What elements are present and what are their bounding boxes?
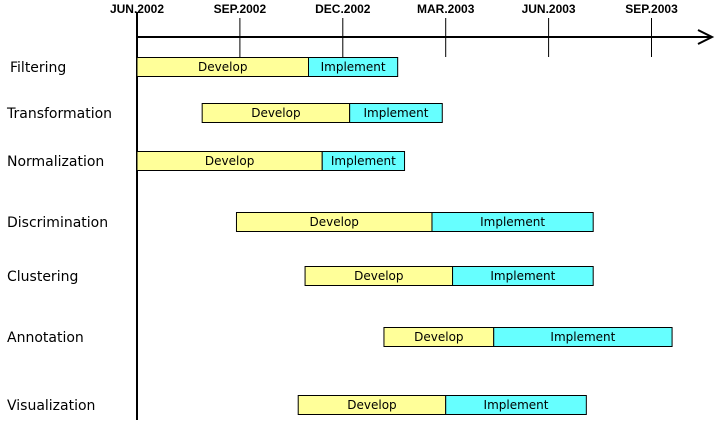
implement-bar <box>452 266 594 286</box>
develop-bar-label: Develop <box>347 398 396 412</box>
develop-bar-label: Develop <box>310 215 359 229</box>
axis-tick-label: DEC.2002 <box>315 2 371 16</box>
develop-bar-label: Develop <box>354 269 403 283</box>
axis-tick-label: SEP.2003 <box>625 2 678 16</box>
axis-tick-label: SEP.2002 <box>214 2 267 16</box>
implement-bar <box>431 212 594 232</box>
implement-bar-label: Implement <box>484 398 549 412</box>
implement-bar-label: Implement <box>363 106 428 120</box>
implement-bar <box>321 151 406 171</box>
implement-bar-label: Implement <box>550 330 615 344</box>
timeline-arrow-head-icon <box>697 29 715 45</box>
implement-bar-label: Implement <box>331 154 396 168</box>
task-label: Filtering <box>10 60 66 76</box>
task-label: Transformation <box>6 106 112 122</box>
implement-bar <box>349 103 443 123</box>
develop-bar-label: Develop <box>198 60 247 74</box>
axis-tick-label: MAR.2003 <box>417 2 475 16</box>
implement-bar <box>445 395 587 415</box>
develop-bar-label: Develop <box>251 106 300 120</box>
axis-tick-label: JUN.2003 <box>522 2 576 16</box>
implement-bar <box>308 57 399 77</box>
task-label: Clustering <box>7 269 78 285</box>
implement-bar <box>493 327 673 347</box>
axis-tick-label: JUN.2002 <box>110 2 164 16</box>
implement-bar-label: Implement <box>490 269 555 283</box>
develop-bar-label: Develop <box>205 154 254 168</box>
develop-bar-label: Develop <box>414 330 463 344</box>
task-label: Annotation <box>7 330 84 346</box>
implement-bar-label: Implement <box>480 215 545 229</box>
task-label: Visualization <box>7 398 95 414</box>
task-label: Normalization <box>7 154 104 170</box>
task-label: Discrimination <box>7 215 108 231</box>
implement-bar-label: Implement <box>321 60 386 74</box>
